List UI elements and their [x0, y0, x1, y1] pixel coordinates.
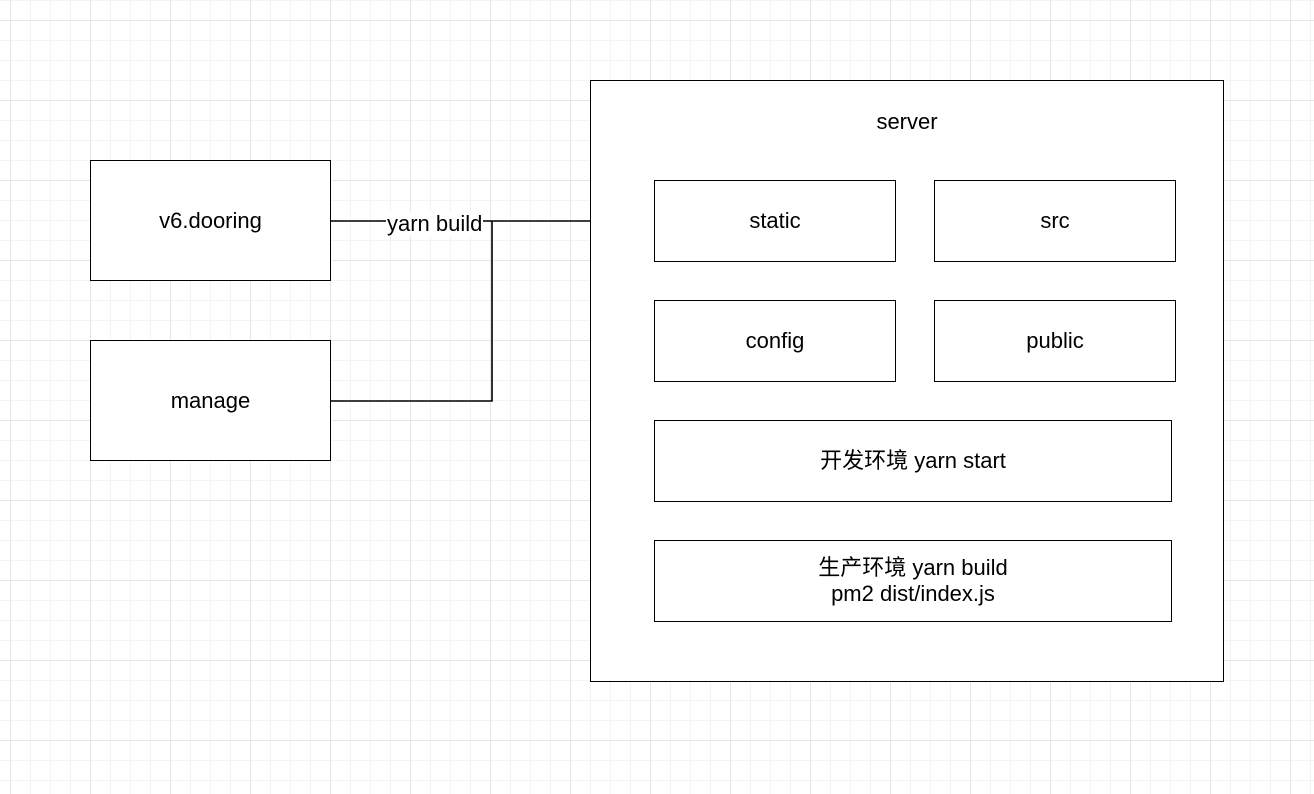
node-prod-env[interactable]: 生产环境 yarn build pm2 dist/index.js — [654, 540, 1172, 622]
node-config[interactable]: config — [654, 300, 896, 382]
node-v6-dooring[interactable]: v6.dooring — [90, 160, 331, 281]
node-static[interactable]: static — [654, 180, 896, 262]
server-title: server — [876, 109, 938, 134]
node-dev-env[interactable]: 开发环境 yarn start — [654, 420, 1172, 502]
prod-env-line2: pm2 dist/index.js — [831, 581, 995, 606]
prod-env-line1: 生产环境 yarn build — [818, 555, 1008, 580]
edge-label-yarn-build: yarn build — [386, 211, 484, 236]
node-public[interactable]: public — [934, 300, 1176, 382]
node-manage[interactable]: manage — [90, 340, 331, 461]
node-src[interactable]: src — [934, 180, 1176, 262]
edge-manage-to-static[interactable] — [331, 221, 493, 402]
